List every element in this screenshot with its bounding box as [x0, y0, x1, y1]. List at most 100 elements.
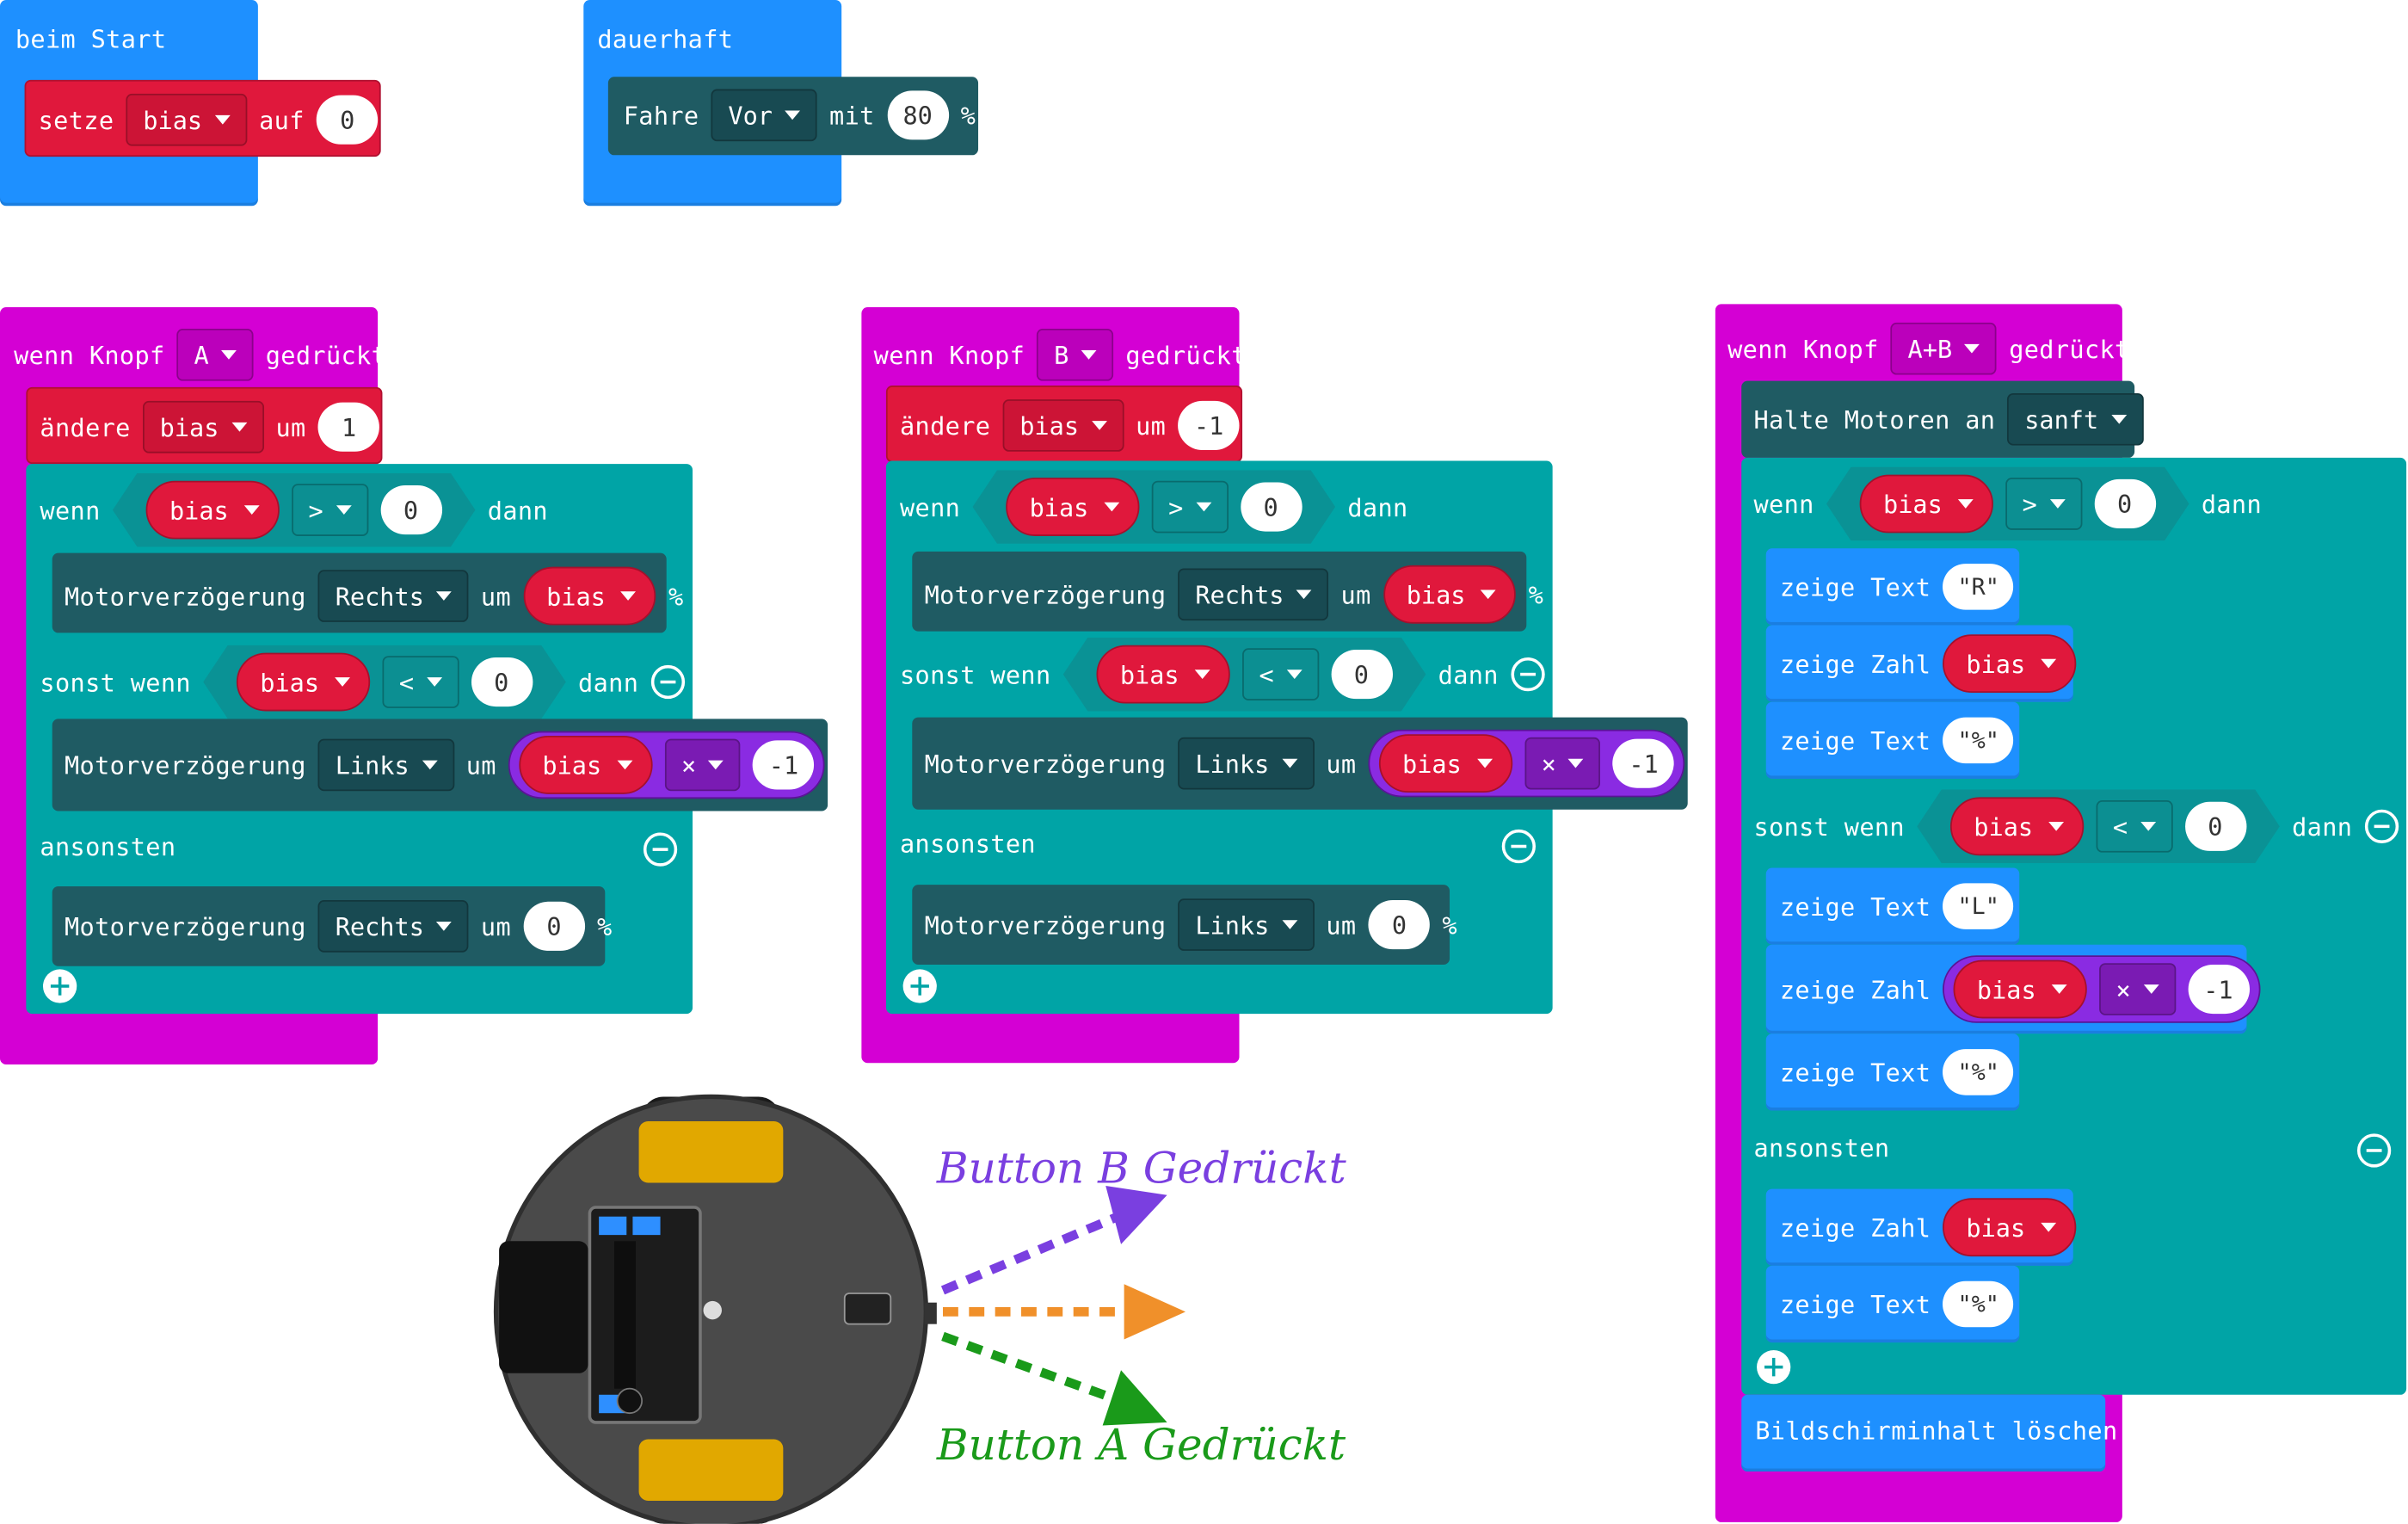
motor-delay-block[interactable]: Motorverzögerung Rechts um bias % — [52, 552, 683, 633]
motor-delay-block[interactable]: Motorverzögerung Links um 0 % — [912, 885, 1457, 965]
variable-reporter[interactable]: bias — [1007, 478, 1139, 536]
compare-value-input[interactable]: 0 — [2094, 479, 2155, 528]
multiply-block[interactable]: bias × -1 — [1368, 729, 1685, 798]
show-number-block[interactable]: zeige Zahl bias — [1765, 1188, 2077, 1266]
button-dropdown[interactable]: A+B — [1890, 322, 1997, 375]
multiply-block[interactable]: bias × -1 — [508, 731, 826, 799]
value-input[interactable]: 0 — [317, 95, 379, 145]
when-button-label: wenn Knopf — [14, 340, 165, 370]
delay-value-input[interactable]: 0 — [1368, 900, 1431, 950]
operator-dropdown[interactable]: > — [2005, 478, 2082, 530]
minus-circle-icon[interactable] — [2356, 1133, 2392, 1168]
operator-dropdown[interactable]: > — [292, 484, 368, 536]
else-label: ansonsten — [900, 829, 1036, 859]
compare-value-input[interactable]: 0 — [2184, 802, 2245, 851]
variable-reporter[interactable]: bias — [519, 736, 653, 794]
delay-value-input[interactable]: 0 — [523, 901, 585, 951]
variable-reporter[interactable]: bias — [1379, 734, 1512, 793]
variable-reporter[interactable]: bias — [1943, 634, 2077, 694]
pressed-label: gedrückt — [2009, 334, 2130, 364]
change-value-input[interactable]: -1 — [1178, 400, 1240, 451]
multiplier-input[interactable]: -1 — [2187, 964, 2250, 1015]
motor-delay-block[interactable]: Motorverzögerung Links um bias × -1 % — [912, 717, 1712, 810]
operator-dropdown[interactable]: < — [382, 656, 459, 708]
variable-reporter[interactable]: bias — [237, 653, 369, 712]
compare-block[interactable]: bias > 0 — [1826, 467, 2189, 541]
change-variable-block[interactable]: ändere bias um -1 — [885, 386, 1243, 463]
text-input[interactable]: "R" — [1943, 564, 2014, 610]
compare-block[interactable]: bias < 0 — [1917, 789, 2280, 863]
plus-circle-icon[interactable] — [42, 969, 77, 1003]
compare-block[interactable]: bias > 0 — [973, 470, 1336, 544]
math-operator-dropdown[interactable]: × — [2098, 963, 2176, 1015]
chevron-down-icon — [244, 505, 260, 515]
side-dropdown[interactable]: Rechts — [1178, 568, 1329, 621]
show-number-block[interactable]: zeige Zahl bias — [1765, 625, 2077, 702]
minus-circle-icon[interactable] — [2364, 809, 2399, 843]
minus-circle-icon[interactable] — [1501, 829, 1536, 864]
variable-dropdown[interactable]: bias — [1002, 399, 1124, 452]
compare-value-input[interactable]: 0 — [1331, 650, 1392, 699]
change-value-input[interactable]: 1 — [317, 402, 380, 452]
multiplier-input[interactable]: -1 — [753, 740, 815, 790]
show-text-block[interactable]: zeige Text "%" — [1765, 1265, 2020, 1343]
variable-dropdown[interactable]: bias — [126, 93, 247, 146]
show-text-block[interactable]: zeige Text "L" — [1765, 867, 2020, 945]
multiplier-input[interactable]: -1 — [1612, 738, 1675, 788]
variable-reporter[interactable]: bias — [1097, 645, 1229, 704]
minus-circle-icon[interactable] — [643, 832, 678, 867]
show-text-block[interactable]: zeige Text "%" — [1765, 701, 2020, 779]
variable-reporter[interactable]: bias — [1951, 797, 2084, 855]
text-input[interactable]: "%" — [1943, 717, 2014, 764]
math-operator-dropdown[interactable]: × — [1524, 737, 1601, 790]
math-operator-dropdown[interactable]: × — [664, 738, 741, 792]
compare-block[interactable]: bias > 0 — [113, 473, 476, 547]
operator-dropdown[interactable]: > — [1152, 481, 1229, 534]
button-dropdown[interactable]: B — [1037, 328, 1114, 381]
direction-dropdown[interactable]: Vor — [711, 89, 817, 142]
text-input[interactable]: "%" — [1943, 1049, 2014, 1095]
show-text-block[interactable]: zeige Text "R" — [1765, 548, 2020, 626]
motor-delay-block[interactable]: Motorverzögerung Links um bias × -1 % — [52, 719, 853, 811]
variable-reporter[interactable]: bias — [1860, 475, 1992, 534]
operator-dropdown[interactable]: < — [2096, 800, 2172, 853]
plus-circle-icon[interactable] — [902, 969, 937, 1003]
plus-circle-icon[interactable] — [1757, 1350, 1791, 1385]
side-dropdown[interactable]: Links — [318, 738, 454, 792]
motor-delay-block[interactable]: Motorverzögerung Rechts um bias % — [912, 551, 1543, 632]
variable-reporter[interactable]: bias — [1943, 1198, 2077, 1257]
compare-value-input[interactable]: 0 — [1240, 482, 1301, 531]
variable-reporter[interactable]: bias — [523, 566, 656, 626]
side-dropdown[interactable]: Links — [1178, 898, 1315, 951]
minus-circle-icon[interactable] — [650, 664, 685, 700]
compare-value-input[interactable]: 0 — [380, 485, 441, 534]
text-input[interactable]: "L" — [1943, 883, 2014, 929]
compare-block[interactable]: bias < 0 — [1063, 638, 1426, 712]
motor-delay-block[interactable]: Motorverzögerung Rechts um 0 % — [52, 885, 612, 966]
variable-reporter[interactable]: bias — [1383, 565, 1517, 624]
minus-circle-icon[interactable] — [1511, 657, 1545, 692]
side-dropdown[interactable]: Rechts — [318, 900, 469, 953]
variable-reporter[interactable]: bias — [1954, 959, 2087, 1019]
change-variable-block[interactable]: ändere bias um 1 — [26, 386, 383, 465]
side-dropdown[interactable]: Rechts — [318, 570, 469, 622]
variable-reporter[interactable]: bias — [146, 481, 279, 540]
show-number-block[interactable]: zeige Zahl bias × -1 — [1765, 944, 2260, 1034]
variable-dropdown[interactable]: bias — [143, 400, 264, 453]
show-text-block[interactable]: zeige Text "%" — [1765, 1033, 2020, 1111]
operator-dropdown[interactable]: < — [1242, 648, 1319, 700]
clear-screen-block[interactable]: Bildschirminhalt löschen — [1741, 1394, 2117, 1472]
change-label: ändere — [40, 412, 131, 442]
side-dropdown[interactable]: Links — [1178, 737, 1315, 790]
text-input[interactable]: "%" — [1943, 1280, 2014, 1328]
stop-mode-dropdown[interactable]: sanft — [2007, 392, 2143, 446]
set-variable-block[interactable]: setze bias auf 0 — [24, 79, 381, 157]
stop-motors-block[interactable]: Halte Motoren an sanft — [1741, 380, 2143, 458]
drive-block[interactable]: Fahre Vor mit 80 % — [607, 77, 979, 156]
compare-block[interactable]: bias < 0 — [203, 645, 566, 719]
button-dropdown[interactable]: A — [176, 328, 254, 381]
speed-input[interactable]: 80 — [886, 90, 949, 140]
with-label: mit — [829, 100, 875, 130]
multiply-block[interactable]: bias × -1 — [1943, 955, 2260, 1023]
compare-value-input[interactable]: 0 — [471, 657, 532, 706]
